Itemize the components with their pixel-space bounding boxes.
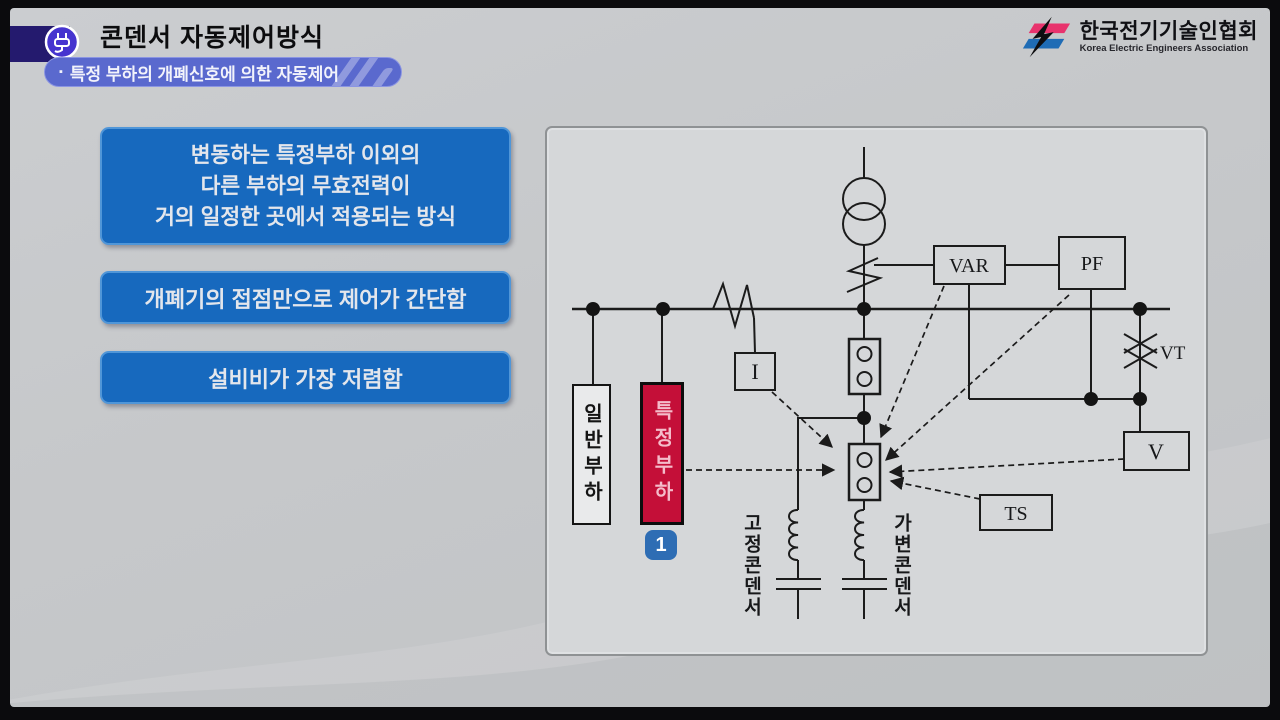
step-badge: 1 <box>645 530 677 560</box>
info-line: 변동하는 특정부하 이외의 <box>190 142 421 167</box>
info-box-simplicity: 개폐기의 접점만으로 제어가 간단함 <box>100 271 511 324</box>
specific-load-box: 특정부하 <box>640 382 684 525</box>
association-logo: 한국전기기술인협회 Korea Electric Engineers Assoc… <box>1020 16 1258 58</box>
subtitle-badge: ▪ 특정 부하의 개폐신호에 의한 자동제어 <box>44 57 402 87</box>
var-meter-label: VAR <box>949 255 989 277</box>
transformer-icon <box>842 202 886 246</box>
general-load-box: 일반부하 <box>572 384 611 525</box>
ts-label: TS <box>1004 503 1027 525</box>
vt-symbol-icon <box>1123 333 1158 369</box>
vt-label: VT <box>1160 343 1186 364</box>
circuit-diagram: VAR PF I V TS VT <box>572 147 1190 619</box>
logo-korean-name: 한국전기기술인협회 <box>1079 19 1258 43</box>
info-box-principle: 변동하는 특정부하 이외의 다른 부하의 무효전력이 거의 일정한 곳에서 적용… <box>100 127 511 245</box>
page-title: 콘덴서 자동제어방식 <box>100 24 324 52</box>
ts-box <box>979 494 1053 531</box>
info-line: 거의 일정한 곳에서 적용되는 방식 <box>155 204 456 229</box>
slide: 콘덴서 자동제어방식 ▪ 특정 부하의 개폐신호에 의한 자동제어 한국전기기술… <box>10 8 1270 707</box>
stripe-decoration <box>366 68 395 86</box>
fixed-condenser-label-wrap: 고정콘덴서 <box>738 505 764 625</box>
specific-load-label: 특정부하 <box>650 399 673 508</box>
reactor-coil-icon <box>788 508 799 562</box>
current-meter-box <box>734 352 776 391</box>
pf-meter-label: PF <box>1081 253 1103 275</box>
info-box-cost: 설비비가 가장 저렴함 <box>100 351 511 404</box>
voltage-meter-label: V <box>1148 439 1164 464</box>
transformer-icon <box>842 177 886 221</box>
current-meter-label: I <box>751 359 758 384</box>
variable-condenser-label-wrap: 가변콘덴서 <box>888 505 914 625</box>
ct-pickup-icon <box>845 257 884 293</box>
info-line: 개폐기의 접점만으로 제어가 간단함 <box>144 286 467 312</box>
info-line: 설비비가 가장 저렴함 <box>208 366 403 392</box>
reactor-coil-icon <box>854 508 865 562</box>
variable-condenser-label: 가변콘덴서 <box>890 512 912 618</box>
info-line: 다른 부하의 무효전력이 <box>200 173 411 198</box>
voltage-meter-box <box>1123 431 1190 471</box>
fixed-condenser-label: 고정콘덴서 <box>740 512 762 618</box>
subtitle-text: 특정 부하의 개폐신호에 의한 자동제어 <box>69 64 340 84</box>
logo-mark-icon <box>1022 16 1070 58</box>
bus-break-icon <box>712 280 755 330</box>
general-load-label: 일반부하 <box>580 402 602 507</box>
control-signal-arrows <box>686 285 1125 500</box>
bullet-icon: ▪ <box>59 66 63 78</box>
circuit-diagram-panel: VAR PF I V TS VT 일반부하 특정부하 고정콘덴서 가변콘덴서 1 <box>545 126 1208 656</box>
logo-english-name: Korea Electric Engineers Association <box>1079 42 1249 54</box>
junction-dots <box>586 302 1147 425</box>
solid-wiring <box>572 147 1190 619</box>
